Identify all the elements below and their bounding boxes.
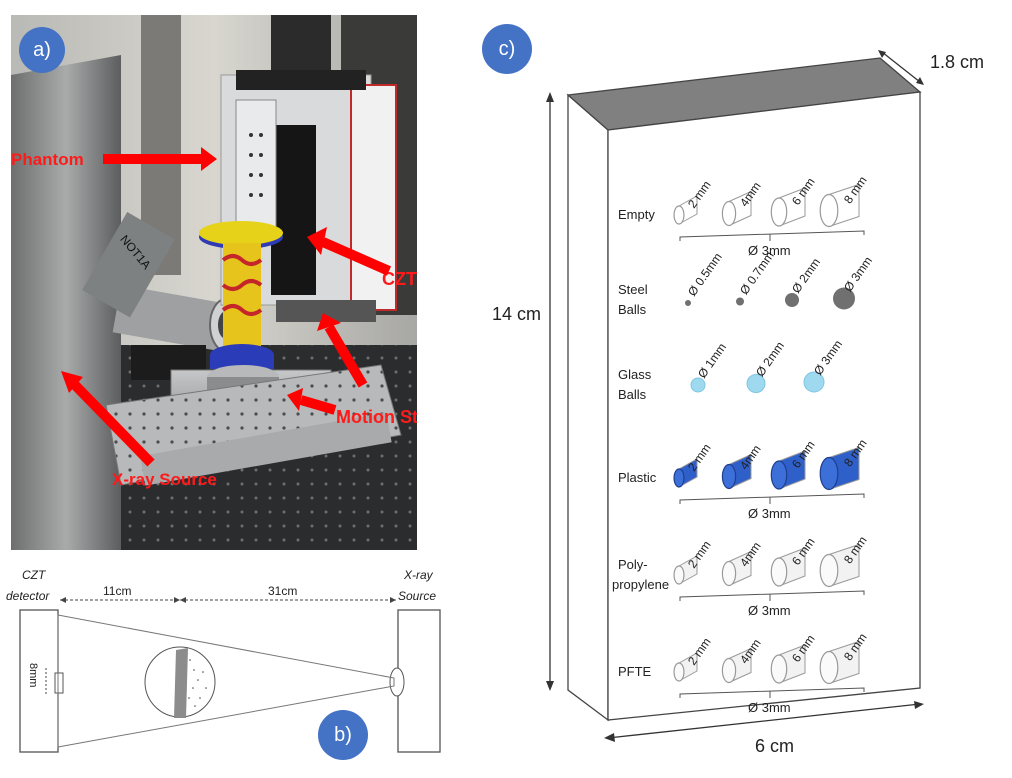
row-label: Empty: [618, 207, 655, 222]
steel-ball: [736, 297, 744, 306]
panel-c-badge: c): [482, 24, 532, 74]
xray-source-label: X-ray Source: [112, 470, 217, 489]
steel-ball: [785, 293, 799, 307]
beam-cone: [57, 614, 395, 748]
panel-b-badge: b): [318, 710, 368, 760]
xray-source-annotation: X-ray Source: [61, 371, 217, 489]
insert-cylinder-end: [721, 560, 737, 587]
depth-label: 1.8 cm: [930, 52, 984, 72]
row-bracket: [679, 590, 865, 601]
motion-stage-label: Motion Stage: [336, 407, 417, 427]
block-front-face: [607, 91, 921, 721]
phantom-slab: [174, 648, 188, 718]
insert-cylinder-end: [721, 200, 737, 227]
insert-cylinder-end: [721, 657, 737, 684]
phantom-label: Phantom: [11, 150, 84, 169]
xray-title-line2: Source: [398, 589, 436, 603]
glass-ball: [746, 374, 766, 393]
steel-ball: [833, 287, 855, 310]
insert-cylinder-end: [819, 553, 839, 588]
insert-cylinder-end: [673, 468, 685, 488]
phantom-annotation: Phantom: [11, 147, 217, 171]
row-bracket: [679, 493, 865, 504]
czt-title-line2: detector: [6, 589, 50, 603]
pixel-size-label: 8mm: [27, 663, 39, 687]
row-diameter-label: Ø 3mm: [748, 700, 791, 715]
glass-ball: [803, 371, 825, 393]
row-label: PFTE: [618, 664, 652, 679]
czt-label: CZT: [382, 269, 417, 289]
phantom-cylinder: [199, 221, 283, 369]
insert-cylinder-end: [770, 460, 788, 490]
source-spot: [389, 667, 405, 697]
czt-title-line1: CZT: [22, 568, 47, 582]
row-label: Glass: [618, 367, 652, 382]
insert-cylinder-end: [673, 662, 685, 682]
glass-ball: [690, 377, 706, 393]
insert-cylinder-end: [770, 654, 788, 684]
czt-annotation: CZT: [307, 227, 417, 289]
geometry-diagram: CZT detector X-ray Source 11cm 31cm 8mm: [6, 568, 441, 753]
xray-title-line1: X-ray: [403, 568, 434, 582]
insert-cylinder-end: [770, 557, 788, 587]
row-diameter-label: Ø 3mm: [748, 243, 791, 258]
row-bracket: [679, 230, 865, 241]
panel-b-schematic: CZT detector X-ray Source 11cm 31cm 8mm …: [0, 560, 450, 773]
row-label: Balls: [618, 302, 647, 317]
motion-stage: [105, 345, 402, 486]
row-label: Balls: [618, 387, 647, 402]
row-label: Steel: [618, 282, 648, 297]
width-label: 6 cm: [755, 736, 794, 756]
insert-cylinder-end: [673, 565, 685, 585]
insert-cylinder-end: [770, 197, 788, 227]
source-box: [397, 609, 441, 753]
panel-a-badge: a): [19, 27, 65, 73]
row-label: Plastic: [618, 470, 657, 485]
experimental-setup-photo: NOT1A: [11, 15, 449, 550]
insert-cylinder-end: [673, 205, 685, 225]
steel-ball: [685, 300, 691, 306]
insert-cylinder-end: [819, 650, 839, 685]
block-side-face: [567, 93, 609, 722]
panel-a-photo: NOT1A: [11, 15, 449, 550]
row-label: Poly-: [618, 557, 648, 572]
distance-31cm: 31cm: [268, 584, 297, 598]
row-diameter-label: Ø 3mm: [748, 506, 791, 521]
distance-11cm: 11cm: [103, 584, 131, 598]
row-label: propylene: [612, 577, 669, 592]
height-label: 14 cm: [492, 304, 541, 324]
insert-cylinder-end: [819, 193, 839, 228]
detector-pixel: [54, 672, 64, 694]
insert-cylinder-end: [721, 463, 737, 490]
row-diameter-label: Ø 3mm: [748, 603, 791, 618]
insert-cylinder-end: [819, 456, 839, 491]
row-bracket: [679, 687, 865, 698]
